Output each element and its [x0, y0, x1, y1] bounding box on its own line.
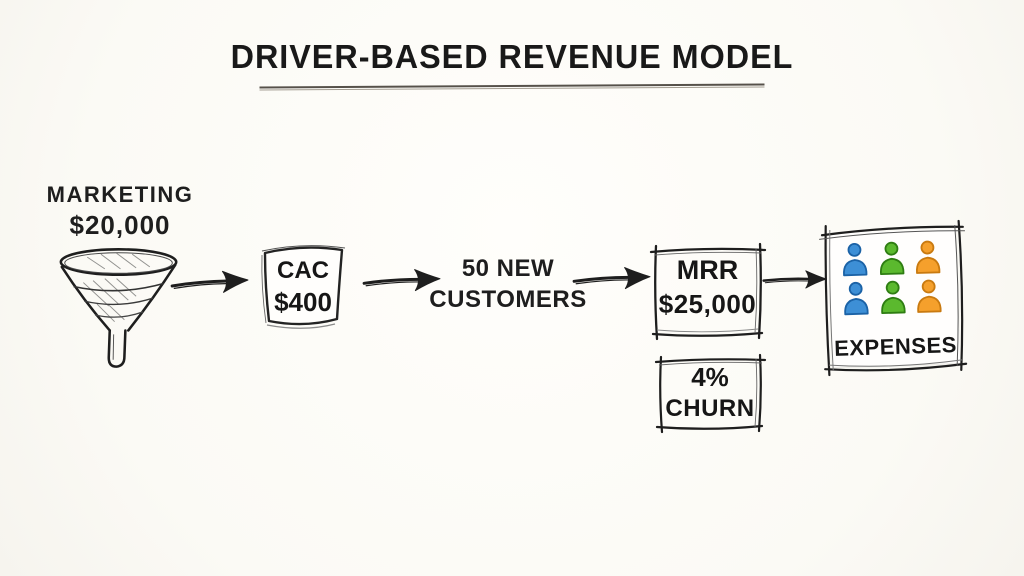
mrr-label: MRR [676, 255, 739, 285]
diagram-title: DRIVER-BASED REVENUE MODEL [230, 38, 794, 75]
arrow-customers-to-mrr [572, 265, 652, 292]
mrr-node: MRR $25,000 [647, 241, 768, 342]
new-customers-line2: CUSTOMERS [429, 286, 587, 313]
expenses-node: EXPENSES [819, 219, 968, 377]
person-orange-icon [917, 279, 942, 313]
marketing-node: MARKETING $20,000 [25, 182, 215, 371]
people-grid-icon [839, 238, 945, 316]
person-orange-icon [916, 240, 941, 274]
churn-value: 4% [691, 362, 729, 392]
mrr-box-border [649, 242, 767, 341]
new-customers-node: 50 NEW CUSTOMERS [424, 253, 592, 315]
title-underline [259, 83, 765, 91]
expenses-frame-border [819, 219, 968, 377]
marketing-value: $20,000 [69, 210, 171, 240]
expenses-label: EXPENSES [833, 332, 958, 361]
funnel-icon [59, 248, 178, 368]
new-customers-line1: 50 NEW [461, 255, 555, 282]
arrow-marketing-to-cac [170, 268, 251, 297]
cac-value: $400 [274, 287, 332, 317]
person-blue-icon [843, 242, 868, 277]
churn-node: 4% CHURN [652, 353, 768, 435]
person-green-icon [879, 241, 905, 276]
cac-box-border [261, 245, 346, 329]
person-green-icon [880, 280, 906, 315]
cac-label: CAC [277, 257, 329, 284]
cac-node: CAC $400 [254, 240, 352, 334]
churn-label: CHURN [665, 395, 755, 422]
churn-box-border [654, 353, 767, 434]
person-blue-icon [844, 281, 869, 316]
marketing-label: MARKETING [46, 182, 194, 207]
mrr-value: $25,000 [658, 289, 757, 319]
